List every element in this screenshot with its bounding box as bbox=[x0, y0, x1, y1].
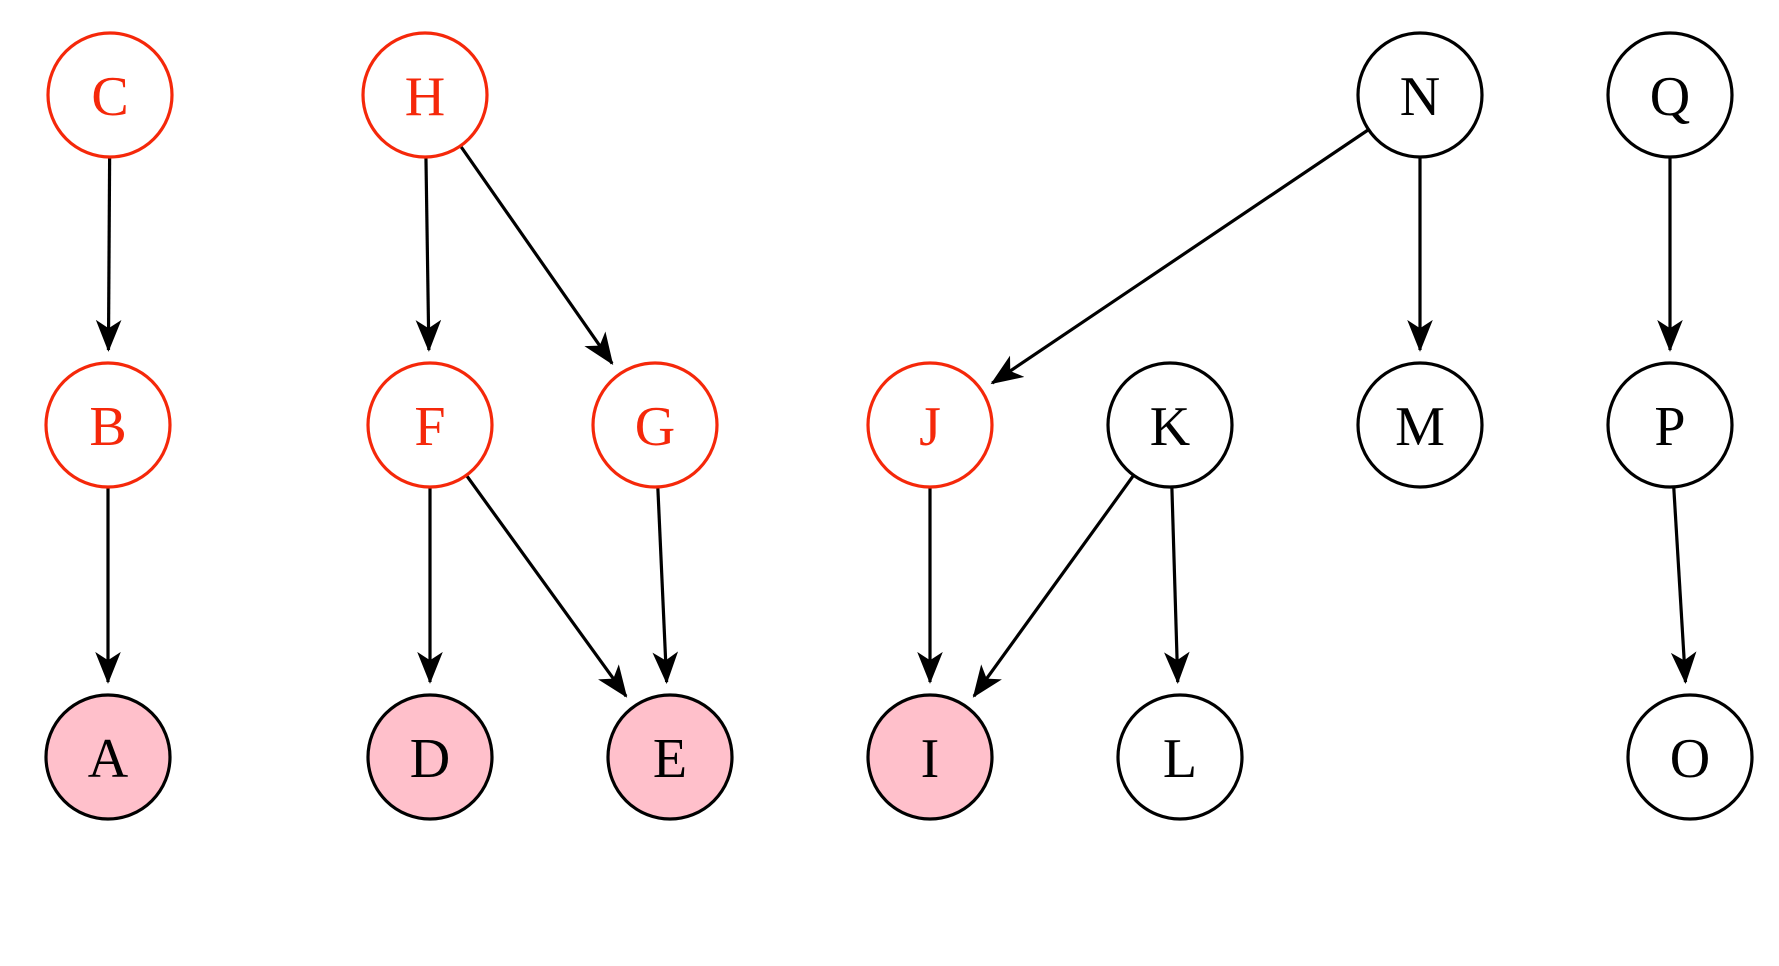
graph-node-e[interactable]: E bbox=[606, 693, 734, 821]
node-label-b: B bbox=[89, 396, 126, 458]
node-circle-q bbox=[1606, 31, 1734, 159]
graph-node-g[interactable]: G bbox=[591, 361, 719, 489]
node-circle-i bbox=[866, 693, 994, 821]
node-label-a: A bbox=[88, 728, 129, 790]
node-label-f: F bbox=[414, 396, 445, 458]
node-circle-a bbox=[44, 693, 172, 821]
edges-layer bbox=[95, 128, 1697, 698]
node-circle-l bbox=[1116, 693, 1244, 821]
node-circle-c bbox=[46, 31, 174, 159]
node-label-o: O bbox=[1670, 728, 1710, 790]
graph-edge-n-to-j bbox=[990, 128, 1370, 385]
node-circle-g bbox=[591, 361, 719, 489]
node-label-i: I bbox=[921, 728, 940, 790]
node-label-l: L bbox=[1163, 728, 1197, 790]
graph-node-p[interactable]: P bbox=[1606, 361, 1734, 489]
nodes-layer: C H N Q B F G J K M P A D E I L O bbox=[44, 31, 1754, 821]
node-circle-f bbox=[366, 361, 494, 489]
node-circle-e bbox=[606, 693, 734, 821]
graph-edge-g-to-e bbox=[652, 486, 679, 684]
graph-node-d[interactable]: D bbox=[366, 693, 494, 821]
node-circle-j bbox=[866, 361, 994, 489]
node-circle-d bbox=[366, 693, 494, 821]
graph-node-c[interactable]: C bbox=[46, 31, 174, 159]
graph-node-h[interactable]: H bbox=[361, 31, 489, 159]
graph-node-q[interactable]: Q bbox=[1606, 31, 1734, 159]
graph-node-a[interactable]: A bbox=[44, 693, 172, 821]
graph-node-f[interactable]: F bbox=[366, 361, 494, 489]
graph-edge-f-to-e bbox=[465, 474, 628, 698]
graph-node-b[interactable]: B bbox=[44, 361, 172, 489]
graph-node-j[interactable]: J bbox=[866, 361, 994, 489]
graph-edge-h-to-f bbox=[415, 156, 442, 352]
graph-edge-k-to-i bbox=[972, 474, 1135, 698]
node-circle-b bbox=[44, 361, 172, 489]
node-label-h: H bbox=[405, 66, 445, 128]
node-label-n: N bbox=[1400, 66, 1440, 128]
graph-edge-h-to-g bbox=[459, 144, 614, 366]
graph-node-l[interactable]: L bbox=[1116, 693, 1244, 821]
graph-node-o[interactable]: O bbox=[1626, 693, 1754, 821]
node-label-k: K bbox=[1150, 396, 1190, 458]
graph-node-k[interactable]: K bbox=[1106, 361, 1234, 489]
node-circle-m bbox=[1356, 361, 1484, 489]
graph-node-n[interactable]: N bbox=[1356, 31, 1484, 159]
node-label-m: M bbox=[1395, 396, 1445, 458]
graph-node-m[interactable]: M bbox=[1356, 361, 1484, 489]
node-label-p: P bbox=[1654, 396, 1685, 458]
node-circle-p bbox=[1606, 361, 1734, 489]
node-circle-k bbox=[1106, 361, 1234, 489]
node-circle-n bbox=[1356, 31, 1484, 159]
node-circle-h bbox=[361, 31, 489, 159]
node-label-j: J bbox=[919, 396, 941, 458]
node-label-d: D bbox=[410, 728, 450, 790]
graph-node-i[interactable]: I bbox=[866, 693, 994, 821]
node-label-c: C bbox=[91, 66, 128, 128]
graph-edge-p-to-o bbox=[1670, 486, 1697, 685]
node-label-e: E bbox=[653, 728, 687, 790]
node-label-q: Q bbox=[1650, 66, 1690, 128]
node-label-g: G bbox=[635, 396, 675, 458]
graph-edge-c-to-b bbox=[95, 156, 122, 352]
node-circle-o bbox=[1626, 693, 1754, 821]
graph-edge-k-to-l bbox=[1164, 486, 1190, 684]
